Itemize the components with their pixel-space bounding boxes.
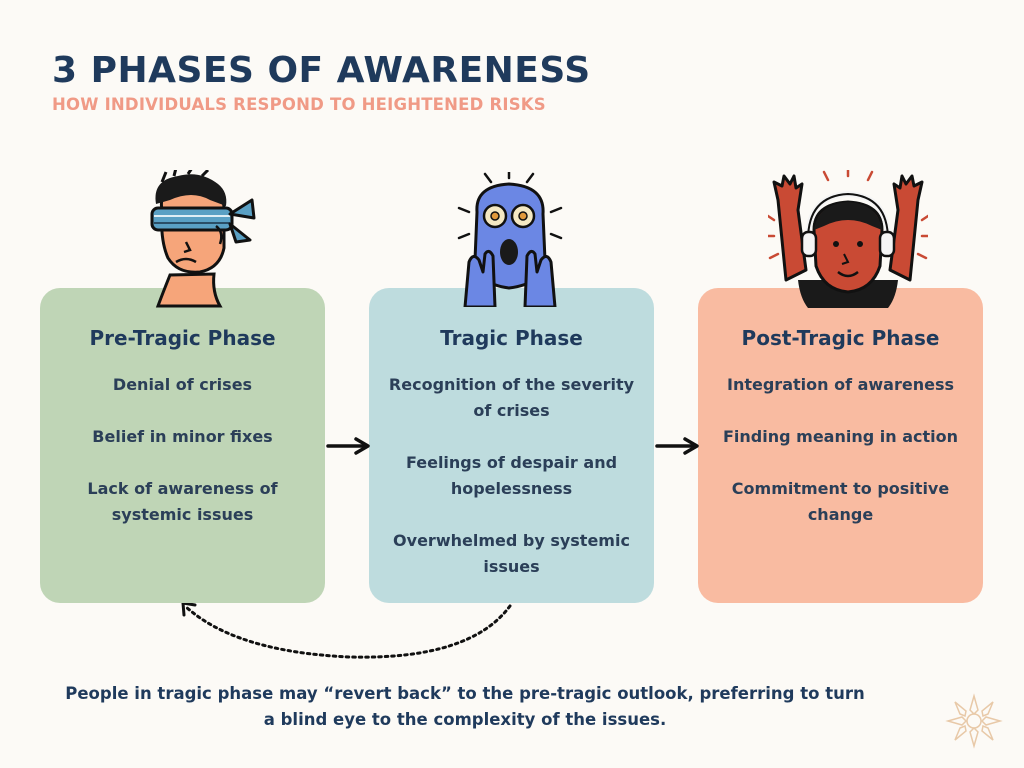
sun-logo-icon — [945, 693, 1003, 749]
pre-tragic-point-3: Lack of awareness of systemic issues — [87, 479, 278, 524]
blindfolded-person-icon — [150, 170, 256, 308]
arrow-right-icon — [326, 437, 370, 455]
tragic-point-3: Overwhelmed by systemic issues — [393, 531, 630, 576]
tragic-point-1: Recognition of the severity of crises — [388, 375, 635, 420]
pre-tragic-phase-title: Pre-Tragic Phase — [89, 326, 276, 350]
page-title: 3 PHASES OF AWARENESS — [52, 50, 591, 91]
tragic-point-2: Feelings of despair and hopelessness — [405, 453, 618, 498]
pre-tragic-point-2: Belief in minor fixes — [92, 427, 273, 446]
pre-tragic-phase-card: Pre-Tragic Phase Denial of crises Belief… — [40, 288, 325, 603]
tragic-phase-title: Tragic Phase — [440, 326, 583, 350]
tragic-phase-card: Tragic Phase Recognition of the severity… — [369, 288, 654, 603]
revert-back-note: People in tragic phase may “revert back”… — [65, 684, 865, 729]
arrow-right-icon — [655, 437, 699, 455]
post-tragic-phase-title: Post-Tragic Phase — [741, 326, 940, 350]
joyful-person-icon — [768, 170, 928, 308]
post-tragic-point-1: Integration of awareness — [727, 375, 954, 394]
shocked-face-icon — [457, 172, 563, 307]
post-tragic-point-2: Finding meaning in action — [722, 427, 958, 446]
pre-tragic-point-1: Denial of crises — [112, 375, 253, 394]
page-subtitle: HOW INDIVIDUALS RESPOND TO HEIGHTENED RI… — [52, 95, 546, 114]
post-tragic-phase-card: Post-Tragic Phase Integration of awarene… — [698, 288, 983, 603]
post-tragic-point-3: Commitment to positive change — [731, 479, 950, 524]
